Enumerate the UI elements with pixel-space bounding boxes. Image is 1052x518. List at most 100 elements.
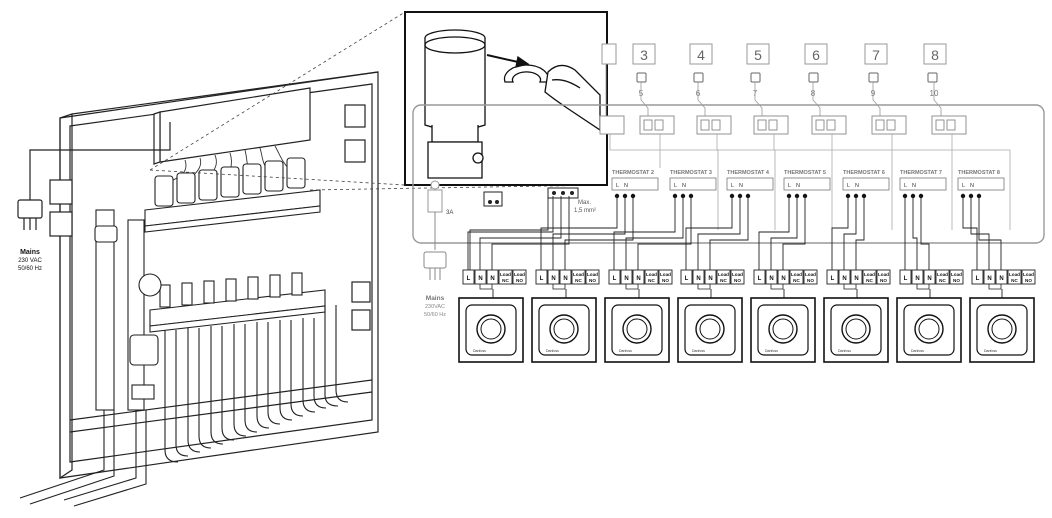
terminal-cell (535, 269, 548, 285)
internal-routing (609, 134, 1011, 230)
terminal-text: Load (732, 272, 743, 277)
output-terminals (599, 115, 967, 135)
actuators (154, 157, 306, 207)
max-wire-label: Max. (578, 200, 591, 206)
terminal-cell (547, 269, 560, 285)
zone-7: 7 (864, 43, 888, 65)
controller-terminal-text: N (912, 183, 916, 189)
terminal-cell (876, 269, 891, 285)
thermostat-brand: Danfoss (619, 349, 632, 353)
terminal-text: NC (866, 278, 873, 283)
wire (782, 196, 806, 270)
controller-box: 3A Max. 1,5 mm² (412, 104, 1045, 244)
controller-terminal-text: N (855, 183, 859, 189)
room-thermostat: Danfoss (823, 297, 889, 363)
mains-title: Mains (426, 295, 445, 302)
terminal-cell (498, 269, 513, 285)
terminal-cell (704, 269, 717, 285)
terminal-text: N (915, 276, 919, 282)
terminal-text: NO (662, 278, 669, 283)
neutral-bridge (552, 284, 566, 290)
zone-8: 8 (923, 43, 947, 65)
terminal-text: N (927, 276, 931, 282)
terminal-cell (620, 269, 633, 285)
zone-number: 6 (812, 47, 820, 63)
terminal-text: N (563, 276, 567, 282)
wire (970, 196, 990, 270)
thermostat-labels: THERMOSTAT 2 THERMOSTAT 3 THERMOSTAT 4 T… (612, 170, 1000, 176)
terminal-cell (983, 269, 996, 285)
thermostat-label: THERMOSTAT 2 (612, 170, 654, 176)
thermostat-dial-inner (699, 318, 721, 340)
terminal-cell (486, 269, 499, 285)
terminal-text: Load (864, 272, 875, 277)
wire (920, 196, 930, 270)
wire (978, 196, 1002, 270)
thermostat-brand: Danfoss (911, 349, 924, 353)
wire (613, 196, 676, 270)
terminal-text: NC (720, 278, 727, 283)
zone-6: 6 (804, 43, 828, 65)
terminal-cell (608, 269, 621, 285)
mains-title: Mains (20, 249, 40, 256)
left-mains-plug (17, 122, 171, 230)
terminal-text: Load (791, 272, 802, 277)
room-thermostat: Danfoss (750, 297, 816, 363)
left-mains-label: Mains 230 VAC 50/60 Hz (18, 249, 42, 272)
controller-terminal-text: N (624, 183, 628, 189)
controller-terminal-text: L (674, 183, 677, 189)
neutral-bridge (479, 284, 493, 290)
controller-terminal (957, 177, 1005, 191)
terminal-cell (680, 269, 693, 285)
terminal-cell (512, 269, 527, 285)
terminal-cell (765, 269, 778, 285)
terminal-cell (923, 269, 936, 285)
fuse-label: 3A (446, 210, 453, 216)
terminal-cell (730, 269, 745, 285)
controller-terminal (611, 177, 659, 191)
terminal-text: N (854, 276, 858, 282)
controller-terminal (726, 177, 774, 191)
terminal-text: Load (805, 272, 816, 277)
zone-number: 4 (697, 47, 705, 63)
terminal-cell (474, 269, 487, 285)
mains-wire (469, 196, 549, 270)
thermostat-brand: Danfoss (473, 349, 486, 353)
terminal-text: NO (589, 278, 596, 283)
controller-terminal-text: N (682, 183, 686, 189)
right-mains-plug (423, 212, 447, 280)
wire (912, 196, 918, 270)
terminal-text: Load (500, 272, 511, 277)
mains-frequency: 50/60 Hz (424, 312, 446, 318)
thermostat-label: THERMOSTAT 5 (784, 170, 826, 176)
terminal-cell (462, 269, 475, 285)
thermostat-dial-inner (553, 318, 575, 340)
thermostat-label: THERMOSTAT 3 (670, 170, 712, 176)
neutral-bridge (770, 284, 784, 290)
controller-terminal-text: L (788, 183, 791, 189)
terminal-text: NO (516, 278, 523, 283)
terminal-text: NC (648, 278, 655, 283)
neutral-bridge (843, 284, 857, 290)
wire (479, 196, 562, 270)
wire (685, 196, 733, 270)
thermostat-brand: Danfoss (838, 349, 851, 353)
terminal-cell (850, 269, 863, 285)
terminal-text: NC (502, 278, 509, 283)
wire (491, 196, 570, 270)
terminal-text: L (613, 276, 617, 282)
max-wire-size: 1,5 mm² (574, 208, 596, 214)
terminal-cell (949, 269, 964, 285)
neutral-bridge (988, 284, 1002, 290)
terminal-text: L (540, 276, 544, 282)
terminal-text: N (781, 276, 785, 282)
wire (831, 196, 849, 270)
terminal-cell (585, 269, 600, 285)
thermostat-label: THERMOSTAT 4 (727, 170, 770, 176)
terminal-cell (935, 269, 950, 285)
